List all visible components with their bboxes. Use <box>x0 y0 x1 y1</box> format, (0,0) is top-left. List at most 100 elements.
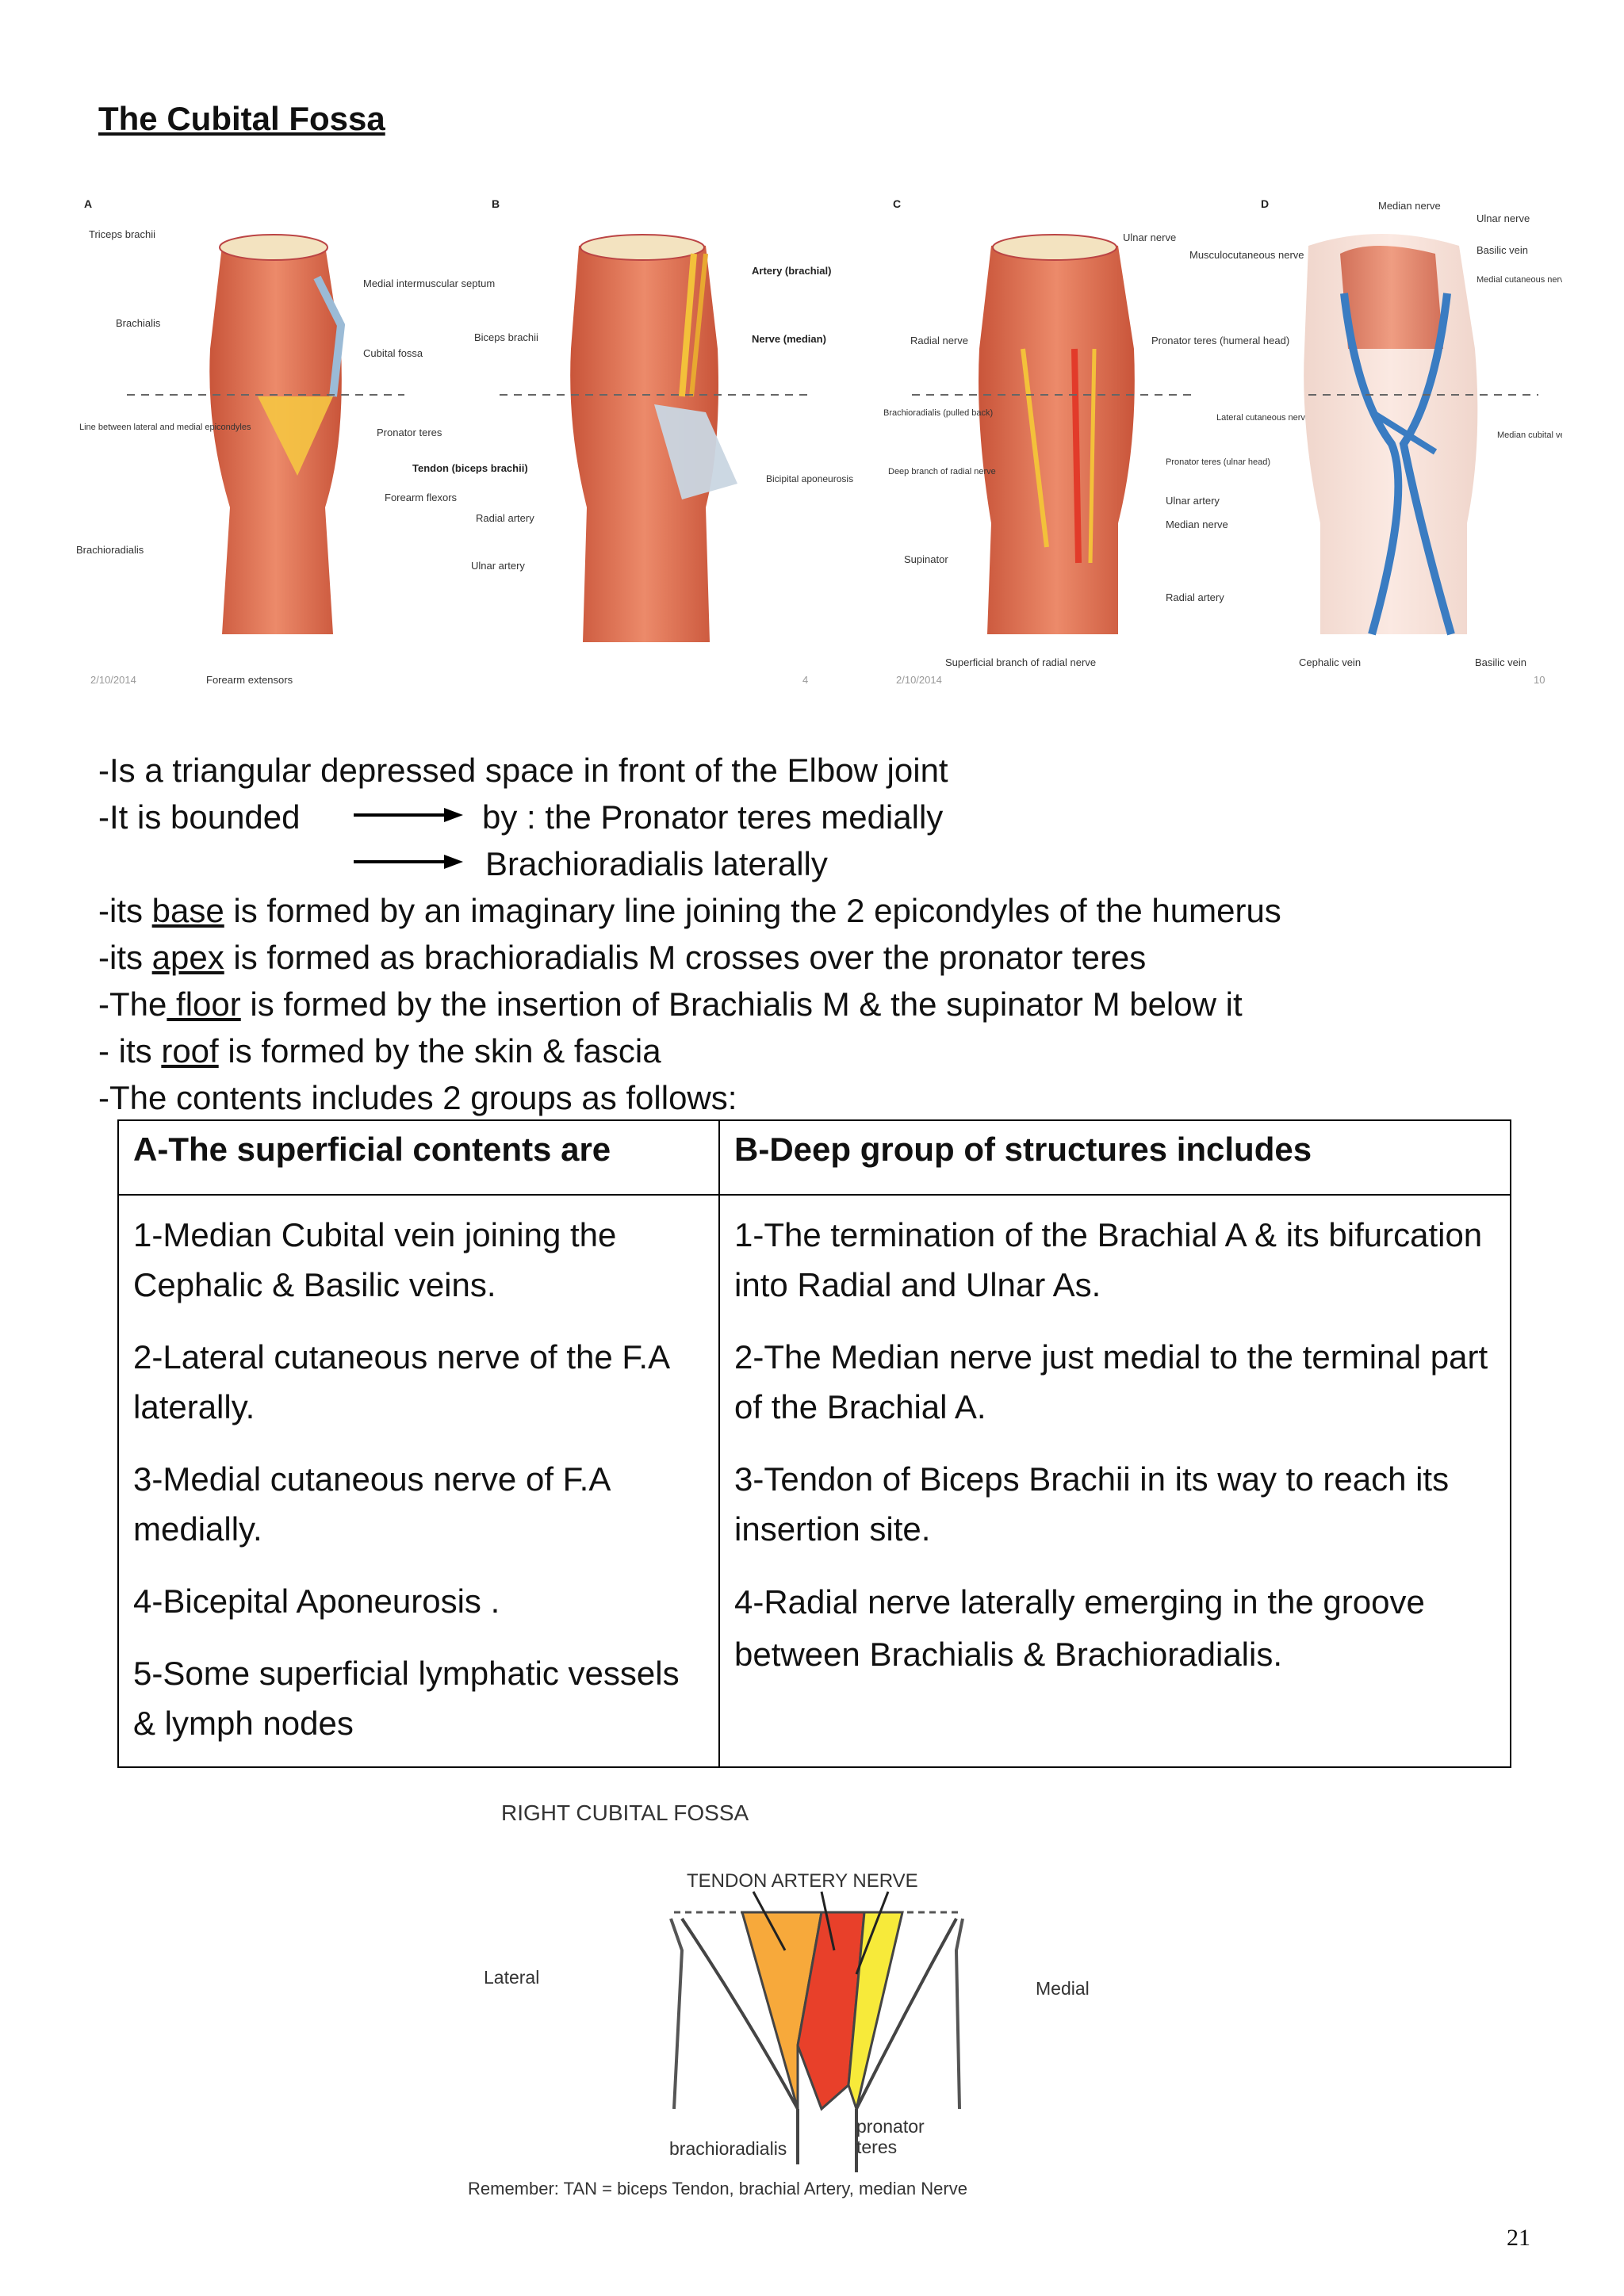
label: Median cubital vein <box>1497 430 1562 440</box>
anatomy-figure: A Triceps brachii Medial intermuscular s… <box>71 190 1562 698</box>
table-header: B-Deep group of structures includes <box>718 1119 1511 1196</box>
list-item: 5-Some superficial lymphatic vessels & l… <box>133 1655 680 1742</box>
label: Forearm flexors <box>385 492 458 503</box>
label: Radial artery <box>1166 591 1224 603</box>
label: Basilic vein <box>1475 656 1526 668</box>
brachioradialis-label: brachioradialis <box>669 2138 787 2159</box>
underlined-term: apex <box>151 939 224 976</box>
page-title: The Cubital Fossa <box>98 100 385 137</box>
label: Brachioradialis <box>76 544 144 556</box>
label: Musculocutaneous nerve <box>1189 249 1304 261</box>
underlined-term: roof <box>161 1032 219 1070</box>
label: Cubital fossa <box>363 347 423 359</box>
page-marker: 4 <box>802 674 808 686</box>
bullet-line: -It is bounded <box>98 794 301 840</box>
pronator-label: pronator <box>856 2116 925 2137</box>
panel-d: D Median nerve Ulnar nerve Basilic vein … <box>1261 197 1562 686</box>
table-cell-superficial: 1-Median Cubital vein joining the Cephal… <box>117 1194 720 1768</box>
bullet-line: -its apex is formed as brachioradialis M… <box>98 934 1146 981</box>
bullet-text: -It is bounded <box>98 798 301 836</box>
panel-c-letter: C <box>893 197 901 210</box>
list-item: 2-The Median nerve just medial to the te… <box>734 1338 1488 1425</box>
label: Bicipital aponeurosis <box>766 473 853 484</box>
label: Line between lateral and medial epicondy… <box>79 423 251 432</box>
list-item: 3-Tendon of Biceps Brachii in its way to… <box>734 1460 1450 1548</box>
table-header: A-The superficial contents are <box>117 1119 720 1196</box>
label: Median nerve <box>1166 519 1228 530</box>
label: Basilic vein <box>1477 244 1528 256</box>
diagram-top-labels: TENDON ARTERY NERVE <box>687 1870 918 1892</box>
contents-table: A-The superficial contents are B-Deep gr… <box>117 1119 1511 1768</box>
text-fragment: is formed as brachioradialis M crosses o… <box>224 939 1147 976</box>
label: Ulnar nerve <box>1123 232 1176 243</box>
teres-label: teres <box>856 2137 897 2157</box>
label: Median nerve <box>1378 200 1441 212</box>
label: Ulnar artery <box>1166 495 1220 507</box>
diagram-title: RIGHT CUBITAL FOSSA <box>501 1800 749 1825</box>
label: Deep branch of radial nerve <box>888 467 996 476</box>
panel-b: B Artery (brachial) Biceps brachii Nerve… <box>412 197 853 686</box>
text-fragment: is formed by an imaginary line joining t… <box>224 892 1281 929</box>
list-item: 4-Radial nerve laterally emerging in the… <box>734 1583 1425 1673</box>
list-item: 3-Medial cutaneous nerve of F.A medially… <box>133 1460 610 1548</box>
list-item: 1-The termination of the Brachial A & it… <box>734 1216 1483 1303</box>
label: Artery (brachial) <box>752 265 831 277</box>
text-fragment: -its <box>98 939 152 976</box>
label: Radial artery <box>476 512 534 524</box>
bullet-line: - its roof is formed by the skin & fasci… <box>98 1027 661 1074</box>
label: Pronator teres (ulnar head) <box>1166 457 1270 467</box>
label: Pronator teres <box>377 427 442 438</box>
bullet-text: by : the Pronator teres medially <box>482 798 944 836</box>
panel-c: C Ulnar nerve Radial nerve Musculocutane… <box>883 197 1352 686</box>
bullet-line: -The contents includes 2 groups as follo… <box>98 1079 737 1116</box>
label: Forearm extensors <box>206 674 293 686</box>
lateral-label: Lateral <box>484 1967 539 1988</box>
underlined-term: base <box>151 892 224 929</box>
medial-label: Medial <box>1036 1978 1090 1999</box>
text-fragment: -The <box>98 985 167 1023</box>
label: Triceps brachii <box>89 228 155 240</box>
bullet-line: -The floor is formed by the insertion of… <box>98 981 1243 1027</box>
text-fragment: is formed by the insertion of Brachialis… <box>240 985 1243 1023</box>
text-fragment: - its <box>98 1032 162 1070</box>
panel-a-letter: A <box>84 197 92 210</box>
page-marker: 10 <box>1534 674 1545 686</box>
label: Cephalic vein <box>1299 656 1361 668</box>
bullet-line: -Is a triangular depressed space in fron… <box>98 752 948 789</box>
label: Nerve (median) <box>752 333 826 345</box>
table-cell-deep: 1-The termination of the Brachial A & it… <box>718 1194 1511 1768</box>
list-item: 4-Bicepital Aponeurosis . <box>133 1582 500 1620</box>
arrow-icon <box>354 808 463 822</box>
table-header-row: A-The superficial contents are B-Deep gr… <box>117 1119 1511 1196</box>
cubital-fossa-diagram: RIGHT CUBITAL FOSSA TENDON ARTERY NERVE … <box>468 1800 1090 2198</box>
label: Medial cutaneous nerve of forearm <box>1477 275 1562 285</box>
panel-b-letter: B <box>492 197 500 210</box>
label: Biceps brachii <box>474 331 538 343</box>
label: Radial nerve <box>910 335 968 346</box>
text-fragment: is formed by the skin & fascia <box>218 1032 661 1070</box>
label: Ulnar nerve <box>1477 212 1530 224</box>
bullet-line: -its base is formed by an imaginary line… <box>98 887 1281 934</box>
date-label: 2/10/2014 <box>896 674 942 686</box>
text-fragment: -its <box>98 892 152 929</box>
label: Brachialis <box>116 317 161 329</box>
label: Pronator teres (humeral head) <box>1151 335 1289 346</box>
list-item: 2-Lateral cutaneous nerve of the F.A lat… <box>133 1338 668 1425</box>
label: Supinator <box>904 553 948 565</box>
label: Medial intermuscular septum <box>363 277 495 289</box>
page-number: 21 <box>1507 2225 1530 2251</box>
artery-shape <box>796 1911 866 2111</box>
date-label: 2/10/2014 <box>90 674 136 686</box>
label: Tendon (biceps brachii) <box>412 462 528 474</box>
underlined-term: floor <box>167 985 241 1023</box>
mnemonic-text: Remember: TAN = biceps Tendon, brachial … <box>468 2179 967 2198</box>
panel-a: A Triceps brachii Medial intermuscular s… <box>76 197 495 686</box>
panel-d-letter: D <box>1261 197 1269 210</box>
list-item: 1-Median Cubital vein joining the Cephal… <box>133 1216 617 1303</box>
label: Ulnar artery <box>471 560 525 572</box>
bullet-text: Brachioradialis laterally <box>485 845 828 882</box>
label: Superficial branch of radial nerve <box>945 656 1096 668</box>
table-row: 1-Median Cubital vein joining the Cephal… <box>117 1194 1511 1768</box>
label: Brachioradialis (pulled back) <box>883 408 993 418</box>
arrow-icon <box>354 855 463 869</box>
